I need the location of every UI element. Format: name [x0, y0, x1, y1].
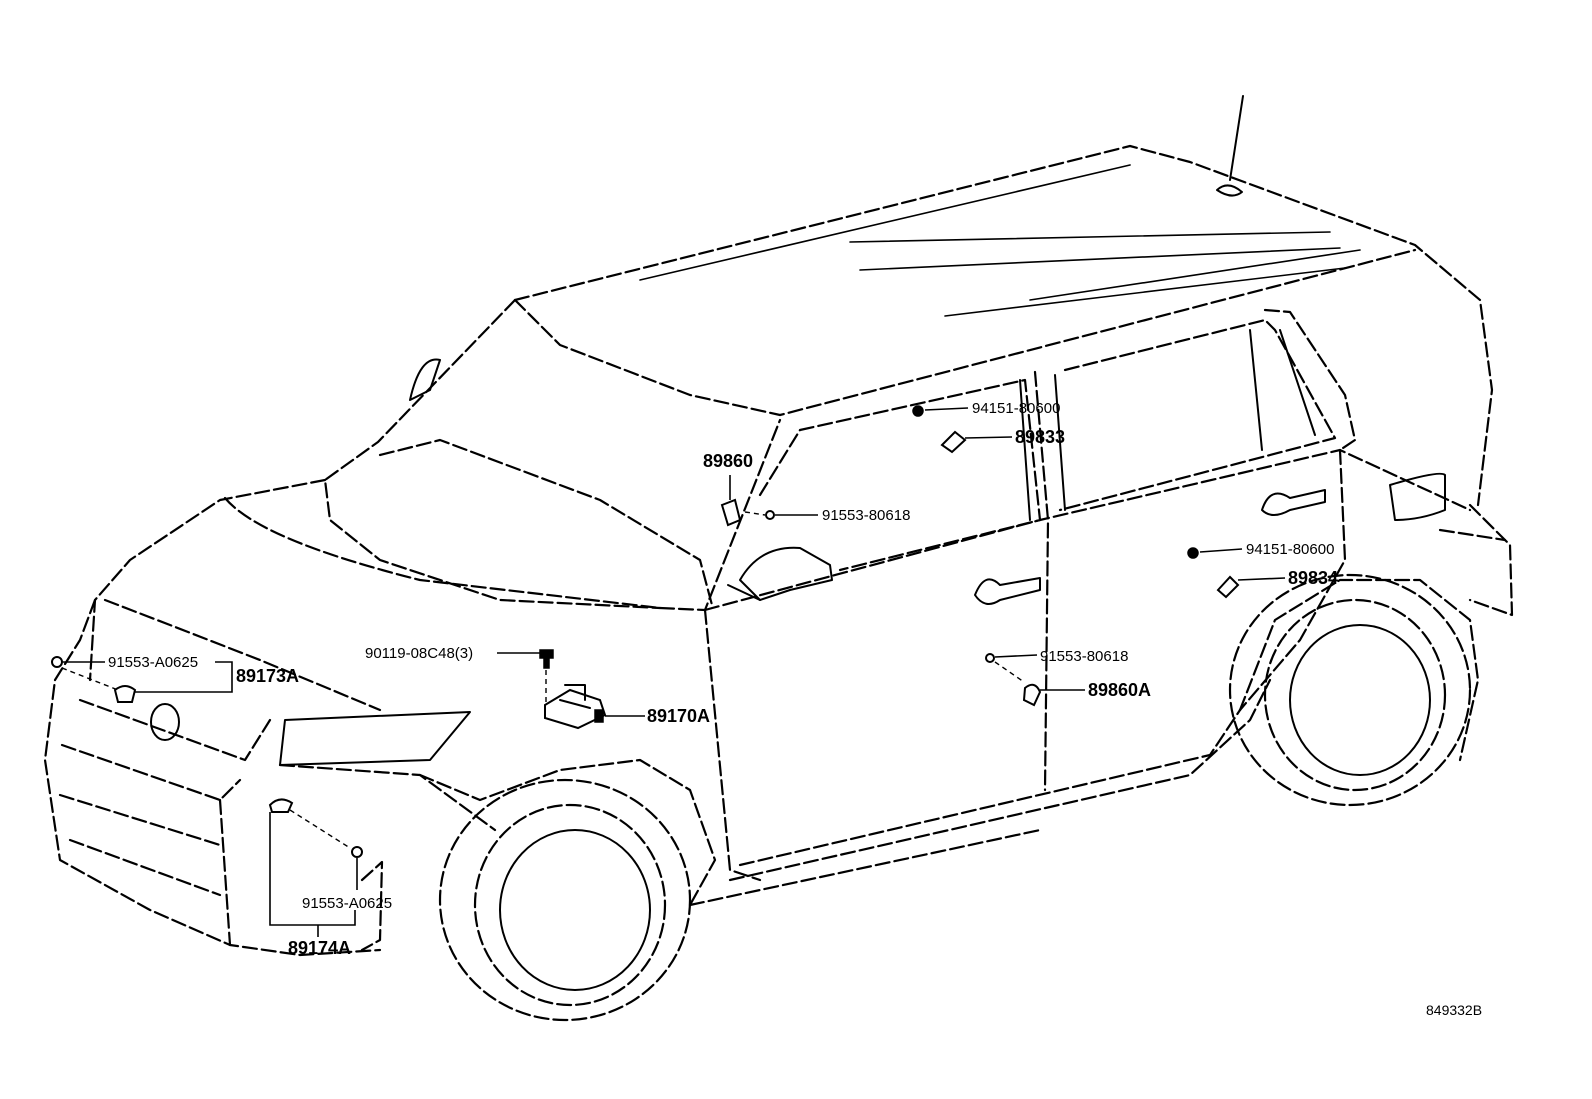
- label-91553-A0625-lower: 91553-A0625: [302, 895, 392, 912]
- part-89170A-icon: [544, 684, 607, 730]
- part-89173A-icon: [113, 685, 137, 703]
- parts-and-leaders: [51, 405, 1286, 937]
- label-89860A: 89860A: [1088, 680, 1151, 700]
- label-89834: 89834: [1288, 568, 1338, 588]
- nut-94151-80600-upper-icon: [912, 405, 924, 417]
- bolt-91553-80618-door-icon: [985, 653, 995, 663]
- vehicle-outline: [43, 95, 1514, 1022]
- label-94151-80600-upper: 94151-80600: [972, 400, 1060, 417]
- part-89174A-icon: [268, 798, 294, 813]
- callout-labels: 89860 91553-80618 94151-80600 89833 9415…: [108, 400, 1482, 1018]
- nut-94151-80600-rear-icon: [1187, 547, 1199, 559]
- label-89173A: 89173A: [236, 666, 299, 686]
- label-89860: 89860: [703, 451, 753, 471]
- part-89834-icon: [1216, 575, 1240, 599]
- label-94151-80600-rear: 94151-80600: [1246, 541, 1334, 558]
- part-89860A-icon: [1022, 683, 1042, 707]
- label-91553-A0625-front: 91553-A0625: [108, 654, 198, 671]
- label-90119-08C48: 90119-08C48(3): [365, 645, 473, 662]
- label-89174A: 89174A: [288, 938, 351, 958]
- bolt-90119-08C48-icon: [539, 649, 554, 669]
- bolt-91553-A0625-lower-icon: [351, 846, 363, 858]
- bolt-91553-80618-upper-icon: [765, 510, 775, 520]
- part-89833-icon: [940, 430, 967, 454]
- label-89833: 89833: [1015, 427, 1065, 447]
- label-91553-80618-door: 91553-80618: [1040, 648, 1128, 665]
- label-89170A: 89170A: [647, 706, 710, 726]
- part-89860-icon: [720, 498, 742, 527]
- label-91553-80618-upper: 91553-80618: [822, 507, 910, 524]
- bolt-91553-A0625-front-icon: [51, 656, 63, 668]
- diagram-code: 849332B: [1426, 1002, 1482, 1018]
